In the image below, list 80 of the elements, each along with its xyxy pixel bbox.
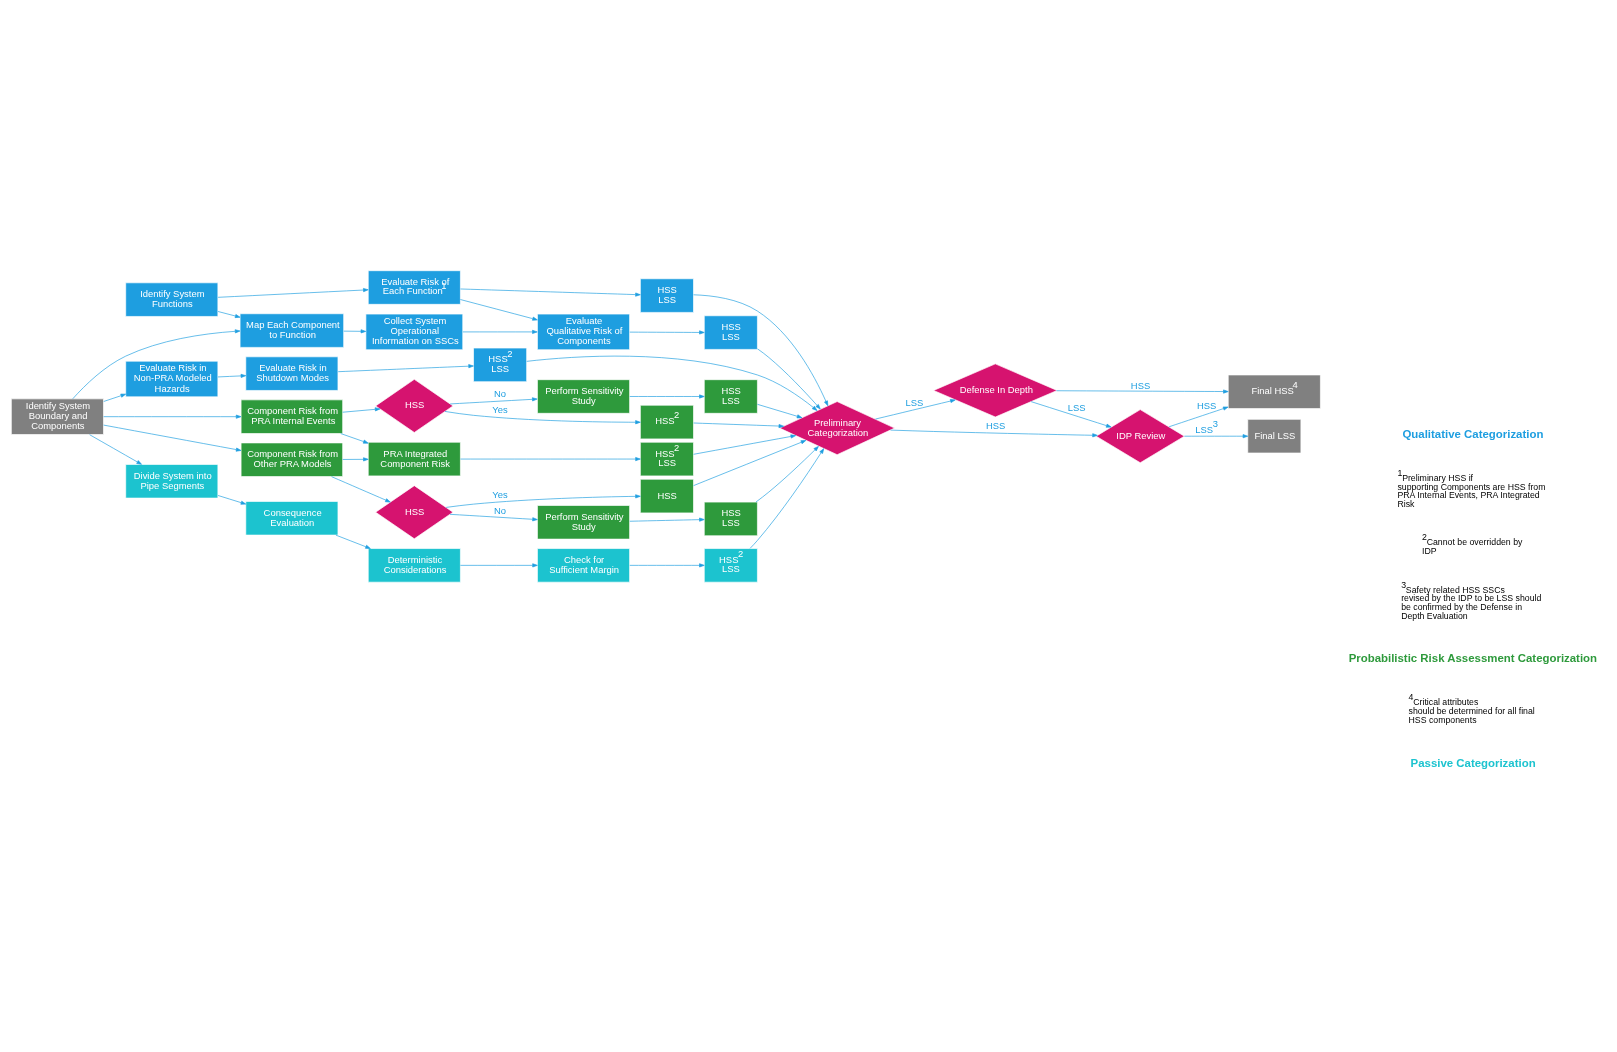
node-box: Perform Sensitivity Study — [537, 505, 630, 540]
node-diamond: IDP Review — [1095, 409, 1185, 464]
node-diamond: Defense In Depth — [933, 363, 1058, 418]
arrow — [1184, 434, 1249, 439]
arrow — [757, 403, 803, 419]
arrow — [331, 476, 391, 503]
node-box: Component Risk from Other PRA Models — [240, 442, 343, 477]
edge-label: Yes — [492, 403, 508, 415]
arrow — [629, 330, 705, 335]
arrow — [342, 407, 381, 413]
arrow — [217, 373, 247, 378]
node-box: Evaluate Risk in Non-PRA Modeled Hazards — [125, 360, 219, 398]
arrow — [335, 534, 371, 549]
node-box: PRA Integrated Component Risk — [367, 441, 461, 477]
arrow — [460, 299, 538, 321]
arrow — [449, 513, 538, 522]
arrow — [337, 364, 474, 373]
arrow — [693, 294, 829, 407]
node-box: Map Each Component to Function — [239, 313, 344, 348]
arrow — [693, 422, 784, 429]
arrow — [757, 348, 821, 410]
node-box: HSS LSS — [703, 315, 758, 350]
label: Probabilistic Risk Assessment Categorization — [1348, 651, 1598, 664]
edge-label: Yes — [492, 489, 508, 501]
arrow — [526, 355, 818, 411]
arrow — [89, 434, 142, 465]
arrow — [875, 399, 956, 420]
arrow — [693, 440, 807, 486]
node-box: Divide System into Pipe Segments — [125, 464, 219, 499]
arrow — [755, 446, 819, 503]
node-box: HSS LSS — [640, 278, 694, 313]
label: Passive Categorization — [1410, 756, 1536, 769]
arrow — [340, 433, 369, 444]
arrow — [103, 424, 242, 452]
edge-label: No — [494, 388, 507, 400]
arrow — [1168, 406, 1229, 428]
node-box: HSS LSS — [703, 501, 758, 537]
arrow — [103, 414, 242, 419]
arrow — [629, 517, 705, 522]
arrow — [217, 311, 241, 318]
arrow — [343, 329, 367, 334]
arrow — [462, 329, 538, 334]
node-box: HSS — [640, 478, 694, 514]
arrow — [460, 288, 641, 297]
node-box: Evaluate Risk in Shutdown Modes — [245, 356, 339, 391]
label: Qualitative Categorization — [1402, 428, 1544, 441]
arrow — [103, 393, 126, 402]
arrow — [693, 434, 796, 455]
edge-label: No — [494, 504, 507, 516]
node-diamond: HSS — [375, 485, 454, 540]
arrow — [342, 457, 369, 462]
arrow — [445, 494, 641, 508]
node-box: Check for Sufficient Margin — [537, 548, 630, 583]
node-box: Collect System Operational Information on SSCs — [365, 313, 464, 351]
node-box: Component Risk from PRA Internal Events — [240, 399, 343, 434]
node-box: Identify System Boundary and Components — [11, 398, 104, 435]
edge-label: LSS — [905, 397, 924, 409]
arrow — [460, 457, 641, 462]
edge-label: HSS — [985, 419, 1006, 431]
edge-label: LSS — [1067, 401, 1086, 413]
node-box: HSS LSS — [703, 379, 758, 414]
arrow — [1030, 401, 1112, 428]
arrow — [460, 563, 538, 568]
edge-label: HSS — [1196, 400, 1217, 412]
node-box: Identify System Functions — [125, 282, 219, 317]
arrow — [629, 563, 705, 568]
arrow — [217, 288, 369, 298]
node-box: Evaluate Qualitative Risk of Components — [537, 313, 630, 351]
arrow — [217, 495, 247, 505]
node-box: Consequence Evaluation — [245, 501, 339, 536]
arrow — [629, 394, 705, 399]
arrow — [1056, 389, 1229, 394]
node-box: Deterministic Considerations — [367, 548, 461, 583]
node-box: Final LSS — [1247, 419, 1302, 454]
arrow — [749, 448, 825, 549]
arrow — [444, 411, 641, 425]
edge-label: HSS — [1130, 379, 1151, 391]
arrow — [449, 397, 538, 405]
arrow — [890, 429, 1098, 438]
node-box: Perform Sensitivity Study — [537, 379, 630, 414]
